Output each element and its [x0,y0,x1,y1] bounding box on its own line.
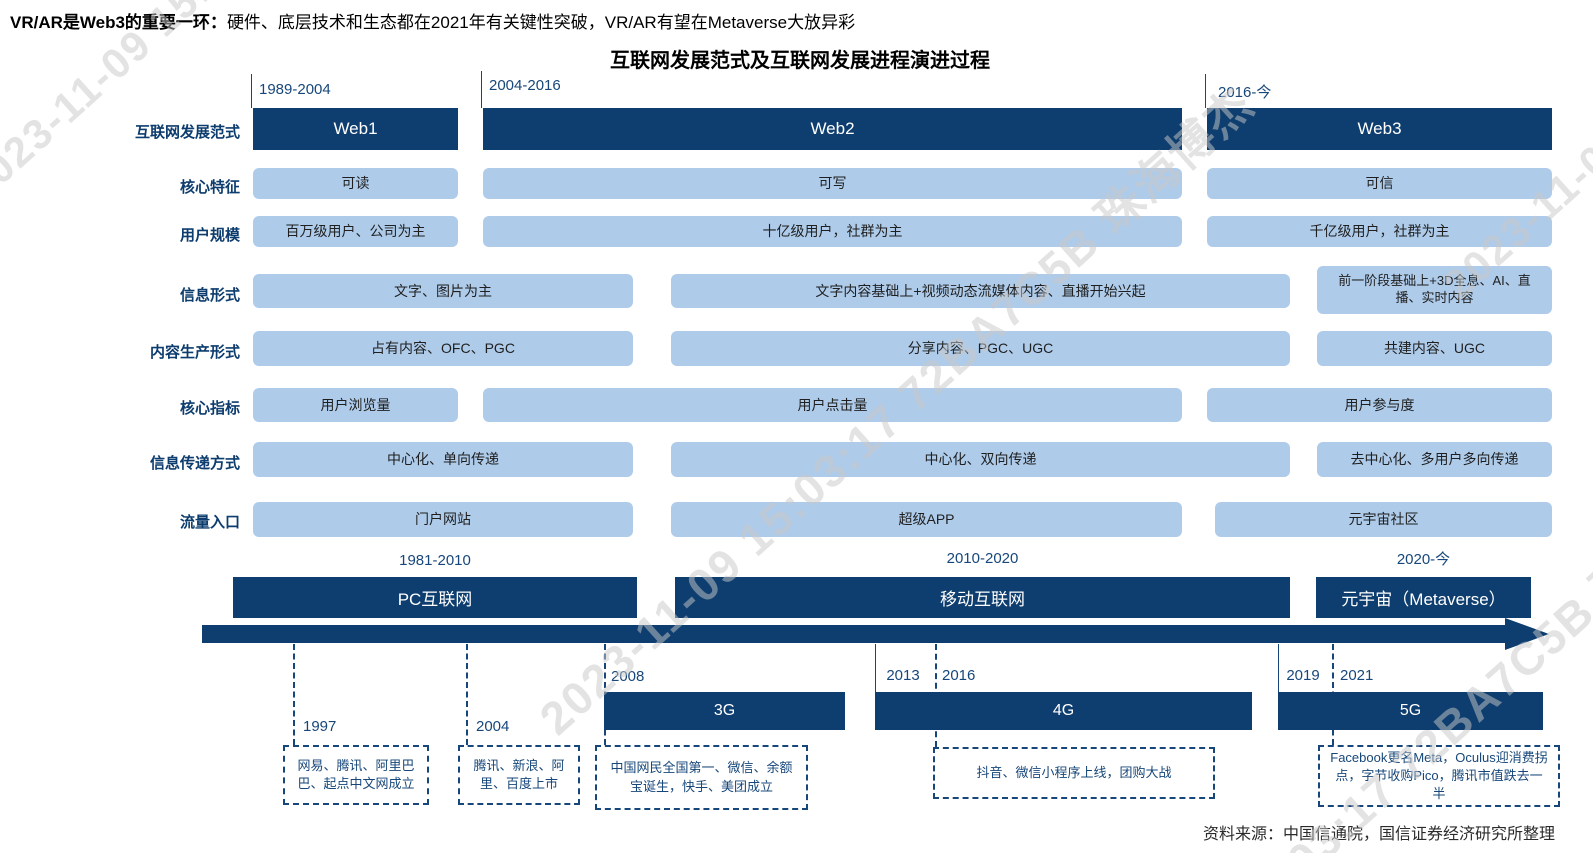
cell-web3-user-scale: 千亿级用户，社群为主 [1207,216,1552,247]
cell-web2-core-metric: 用户点击量 [483,388,1182,422]
web1-period: 1989-2004 [259,81,331,98]
year-2021: 2021 [1340,667,1374,684]
cell-web2-traffic-entry: 超级APP [671,502,1182,537]
cell-web3-traffic-entry: 元宇宙社区 [1215,502,1552,537]
watermark-top-right: 2023-11-09 15:03:17 72BA7C5B 珠海博杰 [1434,0,1593,309]
chart-title: 互联网发展范式及互联网发展进程演进过程 [610,50,990,72]
phase-meta-period: 2020-今 [1396,551,1451,568]
event-2004: 腾讯、新浪、阿里、百度上市 [458,745,580,805]
source-note: 资料来源：中国信通院，国信证券经济研究所整理 [1202,826,1555,843]
phase-mobile-period: 2010-2020 [946,550,1019,567]
web3-period: 2016-今 [1218,84,1272,101]
web1-period-tick [251,74,252,108]
cell-web2-core-trait: 可写 [483,168,1182,199]
milestone-line-2004 [466,644,468,745]
year-1997: 1997 [303,718,337,735]
year-2004: 2004 [476,718,510,735]
cell-web1-core-metric: 用户浏览量 [253,388,458,422]
milestone-line-1997 [293,644,295,745]
cell-web1-info-form: 文字、图片为主 [253,274,633,308]
cell-web3-content-prod: 共建内容、UGC [1317,331,1552,366]
web2-period: 2004-2016 [489,77,561,94]
cell-web1-content-prod: 占有内容、OFC、PGC [253,331,633,366]
web3-header: Web3 [1207,108,1552,150]
tech-5g: 5G [1278,692,1543,730]
cell-web3-info-form: 前一阶段基础上+3D全息、AI、直播、实时内容 [1317,266,1552,314]
tech-4g: 4G [875,692,1252,730]
row-label-content-prod: 内容生产形式 [149,344,240,361]
row-label-user-scale: 用户规模 [179,227,240,244]
milestone-line-2013 [875,644,876,692]
headline-text: 硬件、底层技术和生态都在2021年有关键性突破，VR/AR有望在Metavers… [226,13,856,32]
event-3g: 中国网民全国第一、微信、余额宝诞生，快手、美团成立 [595,745,808,810]
web2-header: Web2 [483,108,1182,150]
cell-web3-core-metric: 用户参与度 [1207,388,1552,422]
event-4g: 抖音、微信小程序上线，团购大战 [933,747,1215,799]
cell-web3-info-transfer: 去中心化、多用户多向传递 [1317,442,1552,477]
headline-lead: VR/AR是Web3的重要一环： [10,13,227,32]
cell-web1-core-trait: 可读 [253,168,458,199]
tech-3g: 3G [604,692,845,730]
cell-web1-info-transfer: 中心化、单向传递 [253,442,633,477]
cell-web1-traffic-entry: 门户网站 [253,502,633,537]
cell-web2-user-scale: 十亿级用户，社群为主 [483,216,1182,247]
phase-pc-internet: PC互联网 [233,577,637,618]
row-label-info-form: 信息形式 [179,287,240,304]
cell-web2-info-form: 文字内容基础上+视频动态流媒体内容、直播开始兴起 [671,274,1290,308]
row-label-paradigm: 互联网发展范式 [134,124,240,141]
row-label-core-trait: 核心特征 [179,179,240,196]
event-1997: 网易、腾讯、阿里巴巴、起点中文网成立 [283,745,429,805]
year-2008: 2008 [611,668,645,685]
year-2013: 2013 [886,667,920,684]
year-2016: 2016 [942,667,976,684]
event-5g: Facebook更名Meta，Oculus迎消费拐点，字节收购Pico，腾讯市值… [1318,745,1560,807]
phase-metaverse: 元宇宙（Metaverse） [1316,577,1531,618]
milestone-line-2019 [1278,644,1279,692]
phase-pc-period: 1981-2010 [399,552,471,569]
cell-web2-content-prod: 分享内容、PGC、UGC [671,331,1290,366]
phase-mobile-internet: 移动互联网 [675,577,1290,618]
timeline-arrow-bar [202,625,1507,643]
cell-web2-info-transfer: 中心化、双向传递 [671,442,1290,477]
row-label-core-metric: 核心指标 [179,400,240,417]
web3-period-tick [1205,74,1206,108]
timeline-arrowhead-icon [1505,618,1549,650]
cell-web3-core-trait: 可信 [1207,168,1552,199]
cell-web1-user-scale: 百万级用户、公司为主 [253,216,458,247]
page-headline: VR/AR是Web3的重要一环：硬件、底层技术和生态都在2021年有关键性突破，… [10,8,855,33]
web1-header: Web1 [253,108,458,150]
row-label-info-transfer: 信息传递方式 [149,455,240,472]
row-label-traffic-entry: 流量入口 [179,514,240,531]
web2-period-tick [481,71,482,108]
year-2019: 2019 [1286,667,1320,684]
